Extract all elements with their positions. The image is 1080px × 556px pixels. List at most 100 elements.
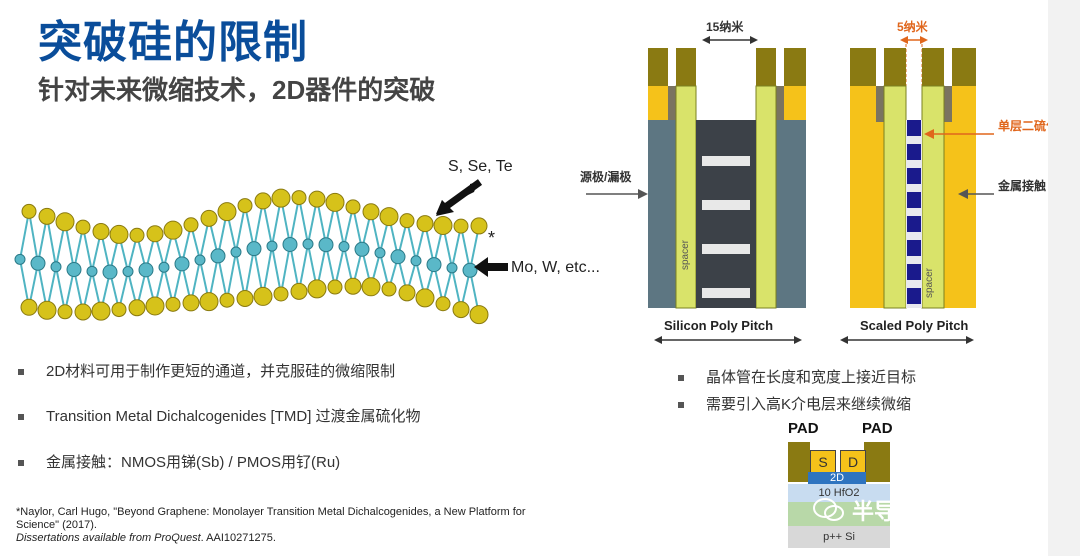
drain-region [776, 120, 806, 308]
chalcogen-label: S, Se, Te [448, 158, 513, 175]
dimension-label-15nm: 15纳米 [706, 20, 744, 34]
lattice-atom [354, 241, 370, 257]
spacer-label-left: spacer [680, 239, 691, 270]
lattice-atom [291, 190, 307, 206]
footnote-line: *Naylor, Carl Hugo, "Beyond Graphene: Mo… [16, 506, 526, 518]
bullet-marker [18, 369, 24, 376]
lattice-atom [237, 198, 253, 214]
lattice-atom [91, 301, 111, 321]
lattice-bond [298, 197, 309, 245]
lattice-atom [362, 203, 380, 221]
lattice-atom [379, 207, 399, 227]
lattice-atom [318, 237, 334, 253]
channel-stack [696, 120, 756, 308]
citation-asterisk: * [488, 228, 496, 248]
lattice-atom [254, 192, 272, 210]
lattice-bond [55, 266, 66, 312]
lattice-atom [138, 262, 154, 278]
lattice-atom [129, 227, 145, 243]
lattice-atom [111, 302, 127, 318]
source-contact: S [810, 450, 836, 474]
lattice-atom [30, 255, 46, 271]
lattice-atom [21, 203, 37, 219]
lattice-atom [200, 209, 218, 227]
lattice-atom [271, 188, 291, 208]
lattice-atom [92, 223, 110, 241]
lattice-atom [344, 277, 362, 295]
lattice-atom [345, 199, 361, 215]
bullet-marker [18, 414, 24, 421]
lattice-bond [235, 205, 246, 253]
bullet-left-1: 2D材料可用于制作更短的通道，并克服硅的微缩限制 [18, 360, 395, 381]
lattice-atom [325, 192, 345, 212]
left-contact [648, 86, 668, 120]
footnote-id: . AAI10271275. [200, 532, 276, 544]
lattice-atom [182, 294, 200, 312]
oxide-layer [788, 502, 890, 526]
bullet-text: 需要引入高K介电层来继续微缩 [706, 396, 912, 413]
lattice-bond [217, 255, 228, 301]
lattice-atom [66, 262, 82, 278]
lattice-atom [74, 303, 92, 321]
left-cap [648, 48, 668, 86]
lattice-atom [338, 241, 350, 253]
bullet-marker [678, 402, 684, 409]
gate-cap-right [756, 48, 776, 86]
dimension-label-5nm: 5纳米 [897, 20, 928, 34]
footnote: *Naylor, Carl Hugo, "Beyond Graphene: Mo… [16, 506, 576, 545]
lattice-atom [290, 282, 308, 300]
lattice-bond [46, 216, 57, 267]
pad-right-label: PAD [862, 420, 893, 437]
lattice-atom [453, 218, 469, 234]
spacer-right [755, 85, 777, 309]
bullet-marker [678, 375, 684, 382]
lattice-atom [416, 215, 434, 233]
lattice-bond [280, 244, 291, 295]
pad-left-label: PAD [788, 420, 819, 437]
lattice-atom [145, 296, 165, 316]
lattice-atom [102, 264, 118, 280]
watermark-text: 半导体行业观察 [852, 499, 1007, 524]
spacer-label-right: spacer [924, 267, 935, 298]
lattice-atom [282, 236, 298, 252]
lattice-atom [399, 213, 415, 229]
bullet-left-2: Transition Metal Dichalcogenides [TMD] 过… [18, 405, 421, 426]
lattice-atom [435, 296, 451, 312]
lattice-atom [446, 262, 458, 274]
pad-left [788, 442, 810, 482]
lattice-atom [426, 257, 442, 273]
lattice-atom [38, 207, 56, 225]
lattice-atom [469, 305, 489, 325]
lattice-bond [19, 211, 30, 260]
lattice-atom [253, 286, 273, 306]
lattice-bond [460, 225, 471, 271]
lattice-atom [462, 262, 478, 278]
lattice-atom [128, 299, 146, 317]
lattice-atom [307, 279, 327, 299]
lattice-atom [219, 292, 235, 308]
wechat-icon [813, 498, 844, 521]
footnote-line: Science" (2017). [16, 519, 97, 531]
lattice-bond [226, 251, 237, 301]
lattice-atom [230, 246, 242, 258]
lattice-atom [415, 288, 435, 308]
metal-label: Mo, W, etc... [511, 259, 600, 276]
lattice-atom [165, 296, 181, 312]
2d-channel-layer: 2D [808, 472, 866, 484]
lattice-atom [199, 292, 219, 312]
source-region [648, 120, 676, 308]
chalcogen-arrow-icon [436, 179, 483, 216]
lattice-atom [308, 190, 326, 208]
lattice-atom [183, 217, 199, 233]
lattice-atom [302, 238, 314, 250]
2d-device-stack: PAD PAD S D 2D 10 HfO2 p++ Si [788, 420, 893, 550]
lattice-atom [433, 215, 453, 235]
silicon-transistor-diagram [586, 36, 806, 344]
lattice-atom [86, 265, 98, 277]
lattice-atom [452, 301, 470, 319]
lattice-atom [146, 225, 164, 243]
lattice-bond [82, 226, 93, 272]
tmd-lattice-illustration [14, 188, 489, 325]
lattice-atom [20, 298, 38, 316]
lattice-atoms [14, 188, 489, 325]
